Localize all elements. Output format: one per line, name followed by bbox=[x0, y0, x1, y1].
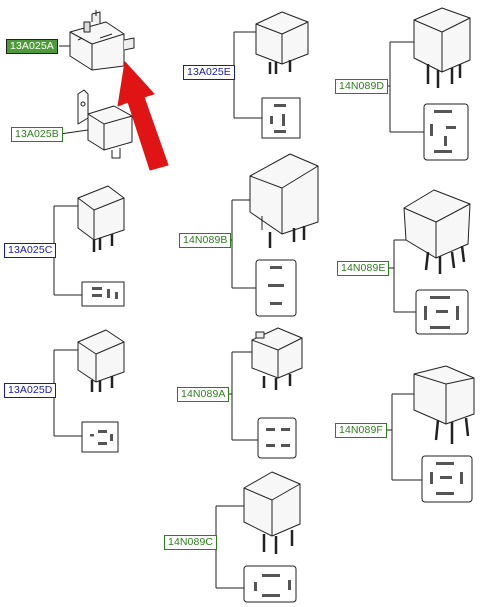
relay-14n089e[interactable] bbox=[393, 189, 471, 335]
pointer-arrow bbox=[117, 61, 169, 171]
part-label-13a025d[interactable]: 13A025D bbox=[4, 383, 57, 398]
part-label-13a025b[interactable]: 13A025B bbox=[11, 127, 63, 142]
relay-14n089a[interactable] bbox=[231, 327, 303, 459]
relay-13a025b[interactable] bbox=[77, 89, 133, 159]
relay-14n089d[interactable] bbox=[389, 7, 471, 161]
part-label-14n089b[interactable]: 14N089B bbox=[179, 233, 232, 248]
relay-14n089b[interactable] bbox=[231, 153, 319, 317]
relay-13a025d[interactable] bbox=[53, 329, 125, 453]
part-label-14n089a[interactable]: 14N089A bbox=[177, 387, 230, 402]
part-label-14n089c[interactable]: 14N089C bbox=[164, 535, 218, 550]
part-label-14n089d[interactable]: 14N089D bbox=[335, 79, 389, 94]
part-label-14n089f[interactable]: 14N089F bbox=[335, 423, 387, 438]
part-label-14n089e[interactable]: 14N089E bbox=[337, 261, 390, 276]
part-label-13a025e[interactable]: 13A025E bbox=[183, 65, 235, 80]
relay-14n089f[interactable] bbox=[391, 365, 475, 503]
relay-13a025c[interactable] bbox=[53, 185, 125, 307]
relay-13a025a[interactable] bbox=[69, 10, 135, 71]
relay-14n089c[interactable] bbox=[215, 471, 301, 603]
part-label-13a025a[interactable]: 13A025A bbox=[6, 39, 58, 54]
leader-13a025b bbox=[59, 129, 89, 135]
part-label-13a025c[interactable]: 13A025C bbox=[4, 243, 57, 258]
relay-13a025e[interactable] bbox=[233, 11, 309, 139]
